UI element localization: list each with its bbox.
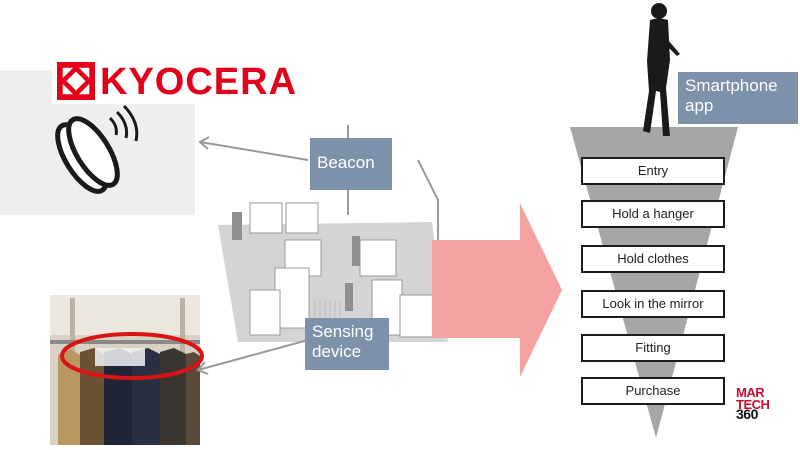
funnel-step: Fitting bbox=[581, 334, 725, 362]
funnel-step: Look in the mirror bbox=[581, 290, 725, 318]
kyocera-logo-text: KYOCERA bbox=[100, 61, 298, 103]
funnel-step: Hold clothes bbox=[581, 245, 725, 273]
highlight-ring bbox=[60, 332, 204, 380]
store-floor-illustration bbox=[218, 125, 448, 342]
person-silhouette-icon bbox=[643, 3, 680, 136]
funnel-step: Purchase bbox=[581, 377, 725, 405]
smartphone-app-label: Smartphone app bbox=[678, 72, 798, 124]
watermark-line-1: MAR bbox=[736, 385, 765, 400]
kyocera-logo-icon bbox=[57, 62, 95, 100]
flow-arrow bbox=[432, 203, 562, 377]
watermark-line-2: TECH bbox=[736, 397, 770, 412]
beacon-device-icon bbox=[55, 104, 139, 194]
sensing-device-label: Sensing device bbox=[305, 318, 389, 370]
clothes-rack-photo bbox=[50, 295, 204, 445]
beacon-label: Beacon bbox=[310, 138, 392, 190]
connector-arrows bbox=[196, 136, 309, 375]
watermark-line-3: 360 bbox=[736, 406, 758, 422]
funnel-step: Entry bbox=[581, 157, 725, 185]
funnel-step: Hold a hanger bbox=[581, 200, 725, 228]
